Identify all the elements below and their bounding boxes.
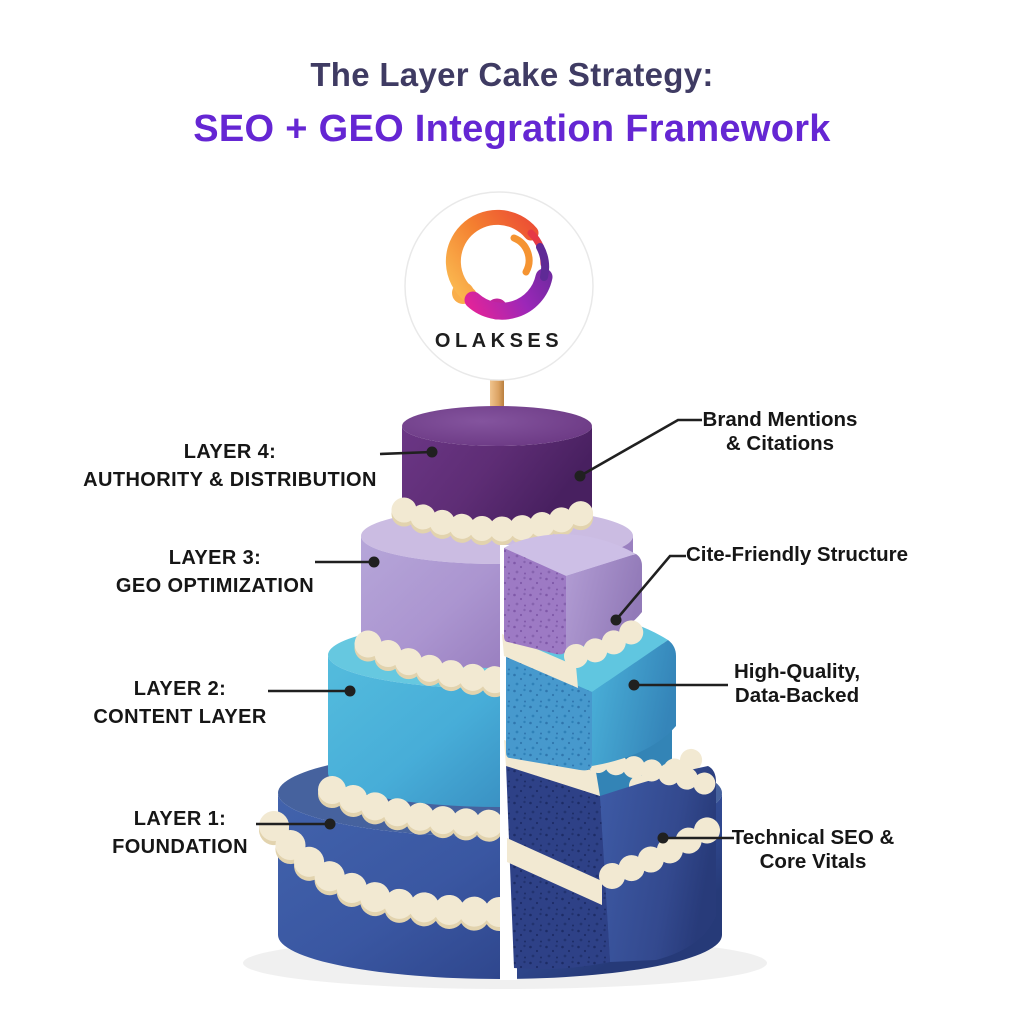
label-layer-3-line1: LAYER 3: <box>168 547 262 569</box>
label-brand-mentions: Brand Mentions & Citations <box>703 408 858 456</box>
label-layer-2-line1: LAYER 2: <box>133 678 227 700</box>
label-layer-2-line2: CONTENT LAYER <box>93 706 267 728</box>
label-technical-seo-line2: Core Vitals <box>759 850 867 873</box>
label-technical-seo-line1: Technical SEO & <box>731 826 895 849</box>
connector-dot-high-quality <box>628 679 640 691</box>
label-brand-mentions-line2: & Citations <box>725 432 835 455</box>
label-high-quality-line2: Data-Backed <box>734 684 860 707</box>
connector-dot-technical-seo <box>657 832 669 844</box>
frosting-garland-layer1 <box>259 811 517 932</box>
label-layer-3-line2: GEO OPTIMIZATION <box>115 575 315 597</box>
frosting-under-layer4 <box>391 497 603 546</box>
cake-slice-layer1 <box>504 740 731 970</box>
cake-layer-4-authority <box>402 406 592 530</box>
connector-dot-layer1 <box>324 818 336 830</box>
connector-layer4 <box>379 450 433 456</box>
label-layer-4: LAYER 4: AUTHORITY & DISTRIBUTION <box>83 438 377 494</box>
label-technical-seo: Technical SEO & Core Vitals <box>732 826 895 874</box>
frosting-under-layer3 <box>354 630 514 698</box>
label-high-quality-line1: High-Quality, <box>733 660 861 683</box>
label-layer-1-line1: LAYER 1: <box>133 808 227 830</box>
label-brand-mentions-line1: Brand Mentions <box>702 408 858 431</box>
label-layer-3: LAYER 3: GEO OPTIMIZATION <box>116 544 314 600</box>
connector-dot-cite-friendly <box>610 614 622 626</box>
connector-dot-layer3 <box>368 556 380 568</box>
page-title: The Layer Cake Strategy: <box>310 56 714 93</box>
connectors <box>256 418 734 844</box>
label-cite-friendly: Cite-Friendly Structure <box>686 543 908 567</box>
connector-brand-mentions <box>579 418 702 478</box>
label-layer-4-line1: LAYER 4: <box>183 441 277 463</box>
logo-topper: OLAKSES <box>404 191 594 381</box>
olakses-swirl-icon <box>445 209 553 320</box>
cake-slice-layer3 <box>502 534 658 688</box>
connector-dot-layer2 <box>344 685 356 697</box>
label-high-quality: High-Quality, Data-Backed <box>734 660 860 708</box>
label-cite-friendly-line1: Cite-Friendly Structure <box>685 543 909 566</box>
connector-dot-layer4 <box>426 446 438 458</box>
label-layer-1: LAYER 1: FOUNDATION <box>112 805 248 861</box>
label-layer-2: LAYER 2: CONTENT LAYER <box>93 675 266 731</box>
label-layer-4-line2: AUTHORITY & DISTRIBUTION <box>83 469 377 491</box>
label-layer-1-line2: FOUNDATION <box>112 836 248 858</box>
page-subtitle: SEO + GEO Integration Framework <box>193 108 831 150</box>
connector-cite-friendly <box>615 554 686 621</box>
logo-brand-text: OLAKSES <box>435 330 563 352</box>
connector-dot-brand-mentions <box>574 470 586 482</box>
